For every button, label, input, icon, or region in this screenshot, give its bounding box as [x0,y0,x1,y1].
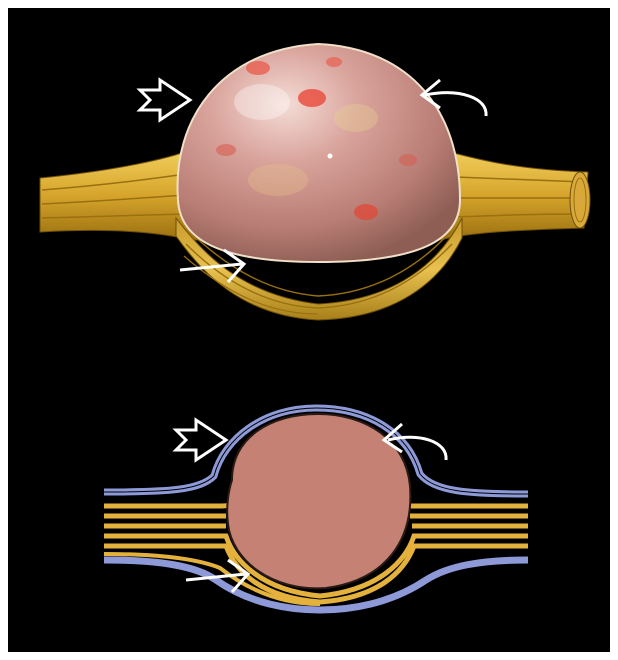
tumor-mass [177,44,460,262]
bottom-schematic [104,408,528,610]
notched-arrow-icon [140,80,190,120]
top-illustration [40,44,590,320]
notched-arrow-icon [176,420,226,460]
